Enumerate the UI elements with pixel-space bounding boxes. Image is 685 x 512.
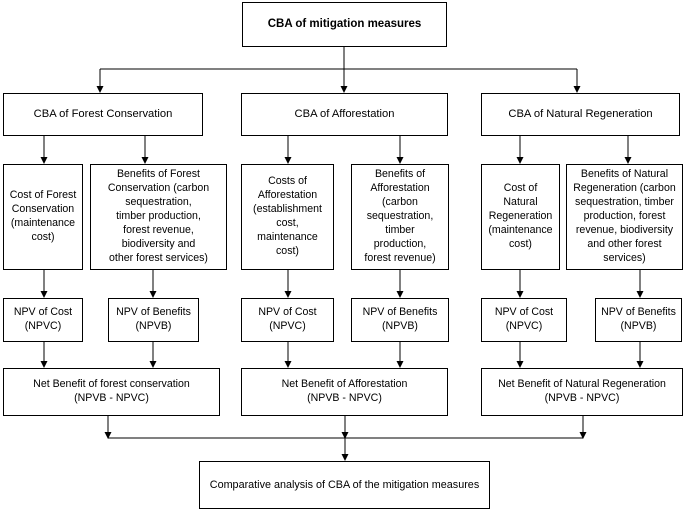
- net-benefit-formula: (NPVB - NPVC): [307, 392, 382, 404]
- header-label: CBA of Forest Conservation: [33, 108, 173, 121]
- comparative-analysis-label: Comparative analysis of CBA of the mitig…: [209, 478, 480, 491]
- benefit-natural-regeneration: Benefits of Natural Regeneration (carbon…: [566, 164, 683, 270]
- npv-cost-symbol: (NPVC): [24, 320, 62, 332]
- npv-benefit-natural-regeneration: NPV of Benefits (NPVB): [595, 298, 682, 342]
- net-benefit-forest-conservation: Net Benefit of forest conservation (NPVB…: [3, 368, 220, 416]
- net-benefit-natural-regeneration: Net Benefit of Natural Regeneration (NPV…: [481, 368, 683, 416]
- cost-afforestation: Costs of Afforestation (establishment co…: [241, 164, 334, 270]
- npv-cost-symbol: (NPVC): [505, 320, 543, 332]
- net-benefit-title: Net Benefit of Afforestation: [281, 378, 408, 391]
- header-afforestation: CBA of Afforestation: [241, 93, 448, 136]
- header-forest-conservation: CBA of Forest Conservation: [3, 93, 203, 136]
- root-label: CBA of mitigation measures: [267, 17, 422, 30]
- net-benefit-title: Net Benefit of Natural Regeneration: [498, 378, 666, 391]
- npv-cost-afforestation: NPV of Cost (NPVC): [241, 298, 334, 342]
- cost-label: Costs of Afforestation (establishment co…: [253, 175, 322, 257]
- header-natural-regeneration: CBA of Natural Regeneration: [481, 93, 680, 136]
- header-label: CBA of Natural Regeneration: [508, 108, 653, 121]
- root-node: CBA of mitigation measures: [242, 2, 447, 47]
- net-benefit-formula: (NPVB - NPVC): [74, 392, 149, 404]
- npv-benefit-symbol: (NPVB): [135, 320, 172, 332]
- benefit-label: Benefits of Forest Conservation (carbon …: [107, 168, 210, 264]
- npv-cost-title: NPV of Cost: [13, 306, 73, 319]
- net-benefit-afforestation: Net Benefit of Afforestation (NPVB - NPV…: [241, 368, 448, 416]
- npv-benefit-title: NPV of Benefits: [116, 306, 191, 319]
- npv-cost-natural-regeneration: NPV of Cost (NPVC): [481, 298, 567, 342]
- comparative-analysis-node: Comparative analysis of CBA of the mitig…: [199, 461, 490, 509]
- npv-benefit-title: NPV of Benefits: [362, 306, 438, 319]
- benefit-label: Benefits of Natural Regeneration (carbon…: [573, 168, 676, 264]
- npv-cost-title: NPV of Cost: [258, 306, 317, 319]
- header-label: CBA of Afforestation: [294, 108, 395, 121]
- npv-benefit-symbol: (NPVB): [382, 320, 418, 332]
- cost-natural-regeneration: Cost of Natural Regeneration (maintenanc…: [481, 164, 560, 270]
- benefit-afforestation: Benefits of Afforestation (carbon seques…: [351, 164, 449, 270]
- npv-benefit-title: NPV of Benefits: [601, 306, 676, 319]
- cost-label: Cost of Natural Regeneration (maintenanc…: [488, 182, 553, 250]
- npv-cost-title: NPV of Cost: [494, 306, 554, 319]
- npv-benefit-afforestation: NPV of Benefits (NPVB): [351, 298, 449, 342]
- npv-benefit-forest-conservation: NPV of Benefits (NPVB): [108, 298, 199, 342]
- net-benefit-title: Net Benefit of forest conservation: [33, 378, 190, 391]
- npv-cost-symbol: (NPVC): [269, 320, 306, 332]
- cost-forest-conservation: Cost of Forest Conservation (maintenance…: [3, 164, 83, 270]
- net-benefit-formula: (NPVB - NPVC): [544, 392, 620, 404]
- npv-cost-forest-conservation: NPV of Cost (NPVC): [3, 298, 83, 342]
- benefit-label: Benefits of Afforestation (carbon seques…: [364, 168, 436, 264]
- npv-benefit-symbol: (NPVB): [620, 320, 657, 332]
- cost-label: Cost of Forest Conservation (maintenance…: [9, 189, 77, 243]
- benefit-forest-conservation: Benefits of Forest Conservation (carbon …: [90, 164, 227, 270]
